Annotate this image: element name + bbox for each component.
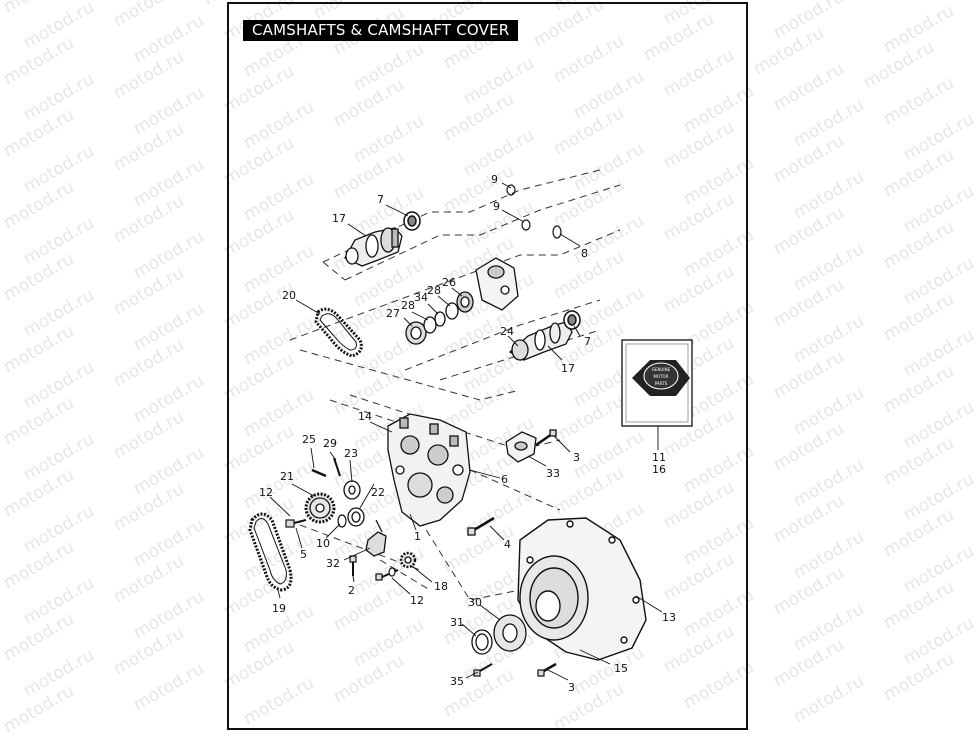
callout-7a: 7 — [377, 193, 384, 206]
svg-text:MOTOR: MOTOR — [654, 374, 669, 379]
primary-cam-chain — [248, 512, 293, 592]
bearing-lower — [563, 310, 581, 330]
callout-35: 35 — [450, 675, 464, 688]
cover-plug — [493, 614, 527, 652]
callout-3b: 3 — [568, 681, 575, 694]
callout-23: 23 — [344, 447, 358, 460]
callout-27: 27 — [386, 307, 400, 320]
cam-sprocket-small — [399, 551, 417, 569]
callout-33: 33 — [546, 467, 560, 480]
genuine-parts-box: GENUINE MOTOR PARTS — [621, 339, 693, 427]
callout-labels: 9 9 8 7 17 20 27 28 34 28 26 24 7 17 14 … — [259, 173, 676, 694]
washer-23 — [343, 480, 361, 500]
callout-12b: 12 — [410, 594, 424, 607]
svg-text:GENUINE: GENUINE — [652, 367, 671, 372]
diagram-frame — [227, 2, 748, 730]
bolt-lower — [537, 662, 557, 677]
bolt-long — [467, 516, 495, 536]
callout-32: 32 — [326, 557, 340, 570]
callout-12a: 12 — [259, 486, 273, 499]
tensioner-bracket — [505, 431, 537, 463]
assembly-guide-lines — [289, 169, 621, 601]
page-title: CAMSHAFTS & CAMSHAFT COVER — [243, 20, 518, 41]
callout-9a: 9 — [491, 173, 498, 186]
callout-3a: 3 — [573, 451, 580, 464]
callout-14: 14 — [358, 410, 372, 423]
callout-24: 24 — [500, 325, 514, 338]
callout-13: 13 — [662, 611, 676, 624]
callout-20: 20 — [282, 289, 296, 302]
callout-16: 16 — [652, 463, 666, 476]
o-rings — [506, 184, 562, 239]
callout-26: 26 — [442, 276, 456, 289]
callout-leaders — [269, 182, 663, 681]
cam-chain — [314, 307, 363, 358]
callout-31: 31 — [450, 616, 464, 629]
chain-tensioner-shoe — [365, 519, 387, 557]
callout-10: 10 — [316, 537, 330, 550]
screw-35 — [473, 663, 493, 677]
camshaft-lower — [508, 321, 573, 361]
callout-22: 22 — [371, 486, 385, 499]
camshaft-cover — [517, 517, 647, 661]
callout-17a: 17 — [332, 212, 346, 225]
callout-18: 18 — [434, 580, 448, 593]
callout-34: 34 — [414, 291, 428, 304]
screw-29 — [333, 457, 341, 477]
callout-19: 19 — [272, 602, 286, 615]
cam-support-plate — [387, 413, 471, 527]
callout-17b: 17 — [561, 362, 575, 375]
callout-30: 30 — [468, 596, 482, 609]
camshaft-upper — [344, 227, 403, 267]
bearing-housing-top — [475, 257, 519, 311]
callout-11: 11 — [652, 451, 666, 464]
svg-text:PARTS: PARTS — [655, 381, 668, 386]
bolt-5 — [285, 519, 307, 528]
bolt-2 — [349, 555, 357, 576]
bolt-upper — [535, 429, 557, 447]
callout-6: 6 — [501, 473, 508, 486]
spacer-stack — [405, 291, 474, 345]
bearing-upper — [403, 211, 421, 231]
screw-12 — [375, 567, 399, 581]
callout-1: 1 — [414, 530, 421, 543]
callout-7b: 7 — [584, 335, 591, 348]
callout-25: 25 — [302, 433, 316, 446]
plug-gasket — [471, 629, 493, 655]
callout-5: 5 — [300, 548, 307, 561]
callout-9b: 9 — [493, 200, 500, 213]
pin-25 — [311, 468, 327, 478]
callout-2: 2 — [348, 584, 355, 597]
crank-sprocket — [304, 492, 336, 524]
callout-28a: 28 — [401, 299, 415, 312]
callout-28b: 28 — [427, 284, 441, 297]
callout-8: 8 — [581, 247, 588, 260]
callout-21: 21 — [280, 470, 294, 483]
washer-22 — [347, 507, 365, 527]
callout-29: 29 — [323, 437, 337, 450]
callout-4: 4 — [504, 538, 511, 551]
callout-15: 15 — [614, 662, 628, 675]
